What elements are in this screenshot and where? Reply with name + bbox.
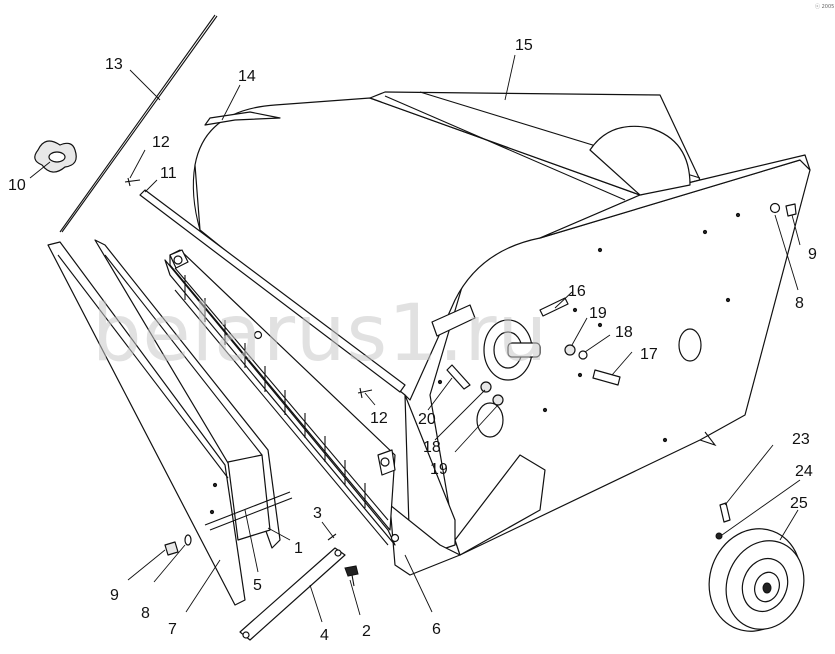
pulley bbox=[708, 528, 805, 632]
watermark-text: belarus1.ru bbox=[92, 289, 548, 379]
callout-9-left: 9 bbox=[110, 587, 119, 604]
housing-body bbox=[192, 91, 811, 576]
callout-10: 10 bbox=[8, 177, 26, 194]
callout-16: 16 bbox=[568, 283, 586, 300]
callout-18-left: 18 bbox=[423, 439, 441, 456]
callout-19-right: 19 bbox=[589, 305, 607, 322]
callout-6: 6 bbox=[432, 621, 441, 638]
callout-2: 2 bbox=[362, 623, 371, 640]
callout-4: 4 bbox=[320, 627, 329, 644]
callout-12-top: 12 bbox=[152, 134, 170, 151]
screen-frame bbox=[164, 249, 400, 546]
callout-9-right: 9 bbox=[808, 246, 817, 263]
callout-labels: 1 2 3 4 5 6 7 8 8 9 9 10 11 12 12 13 14 … bbox=[8, 37, 817, 644]
callout-8-left: 8 bbox=[141, 605, 150, 622]
callout-11: 11 bbox=[160, 165, 177, 182]
callout-3: 3 bbox=[313, 505, 322, 522]
loose-parts bbox=[34, 14, 731, 641]
callout-19-left: 19 bbox=[430, 461, 448, 478]
leader-lines bbox=[29, 54, 801, 623]
callout-5: 5 bbox=[253, 577, 262, 594]
callout-23: 23 bbox=[792, 431, 810, 448]
callout-14: 14 bbox=[238, 68, 256, 85]
callout-18-right: 18 bbox=[615, 324, 633, 341]
callout-20: 20 bbox=[418, 411, 436, 428]
callout-24: 24 bbox=[795, 463, 813, 480]
callout-1: 1 bbox=[294, 540, 303, 557]
cover-panels bbox=[47, 239, 293, 606]
callout-12-bottom: 12 bbox=[370, 410, 388, 427]
callout-17: 17 bbox=[640, 346, 658, 363]
callout-25: 25 bbox=[790, 495, 808, 512]
corner-mark: ⓒ 2005 bbox=[815, 3, 834, 10]
callout-8-right: 8 bbox=[795, 295, 804, 312]
callout-15: 15 bbox=[515, 37, 533, 54]
callout-13: 13 bbox=[105, 56, 123, 73]
callout-7: 7 bbox=[168, 621, 177, 638]
